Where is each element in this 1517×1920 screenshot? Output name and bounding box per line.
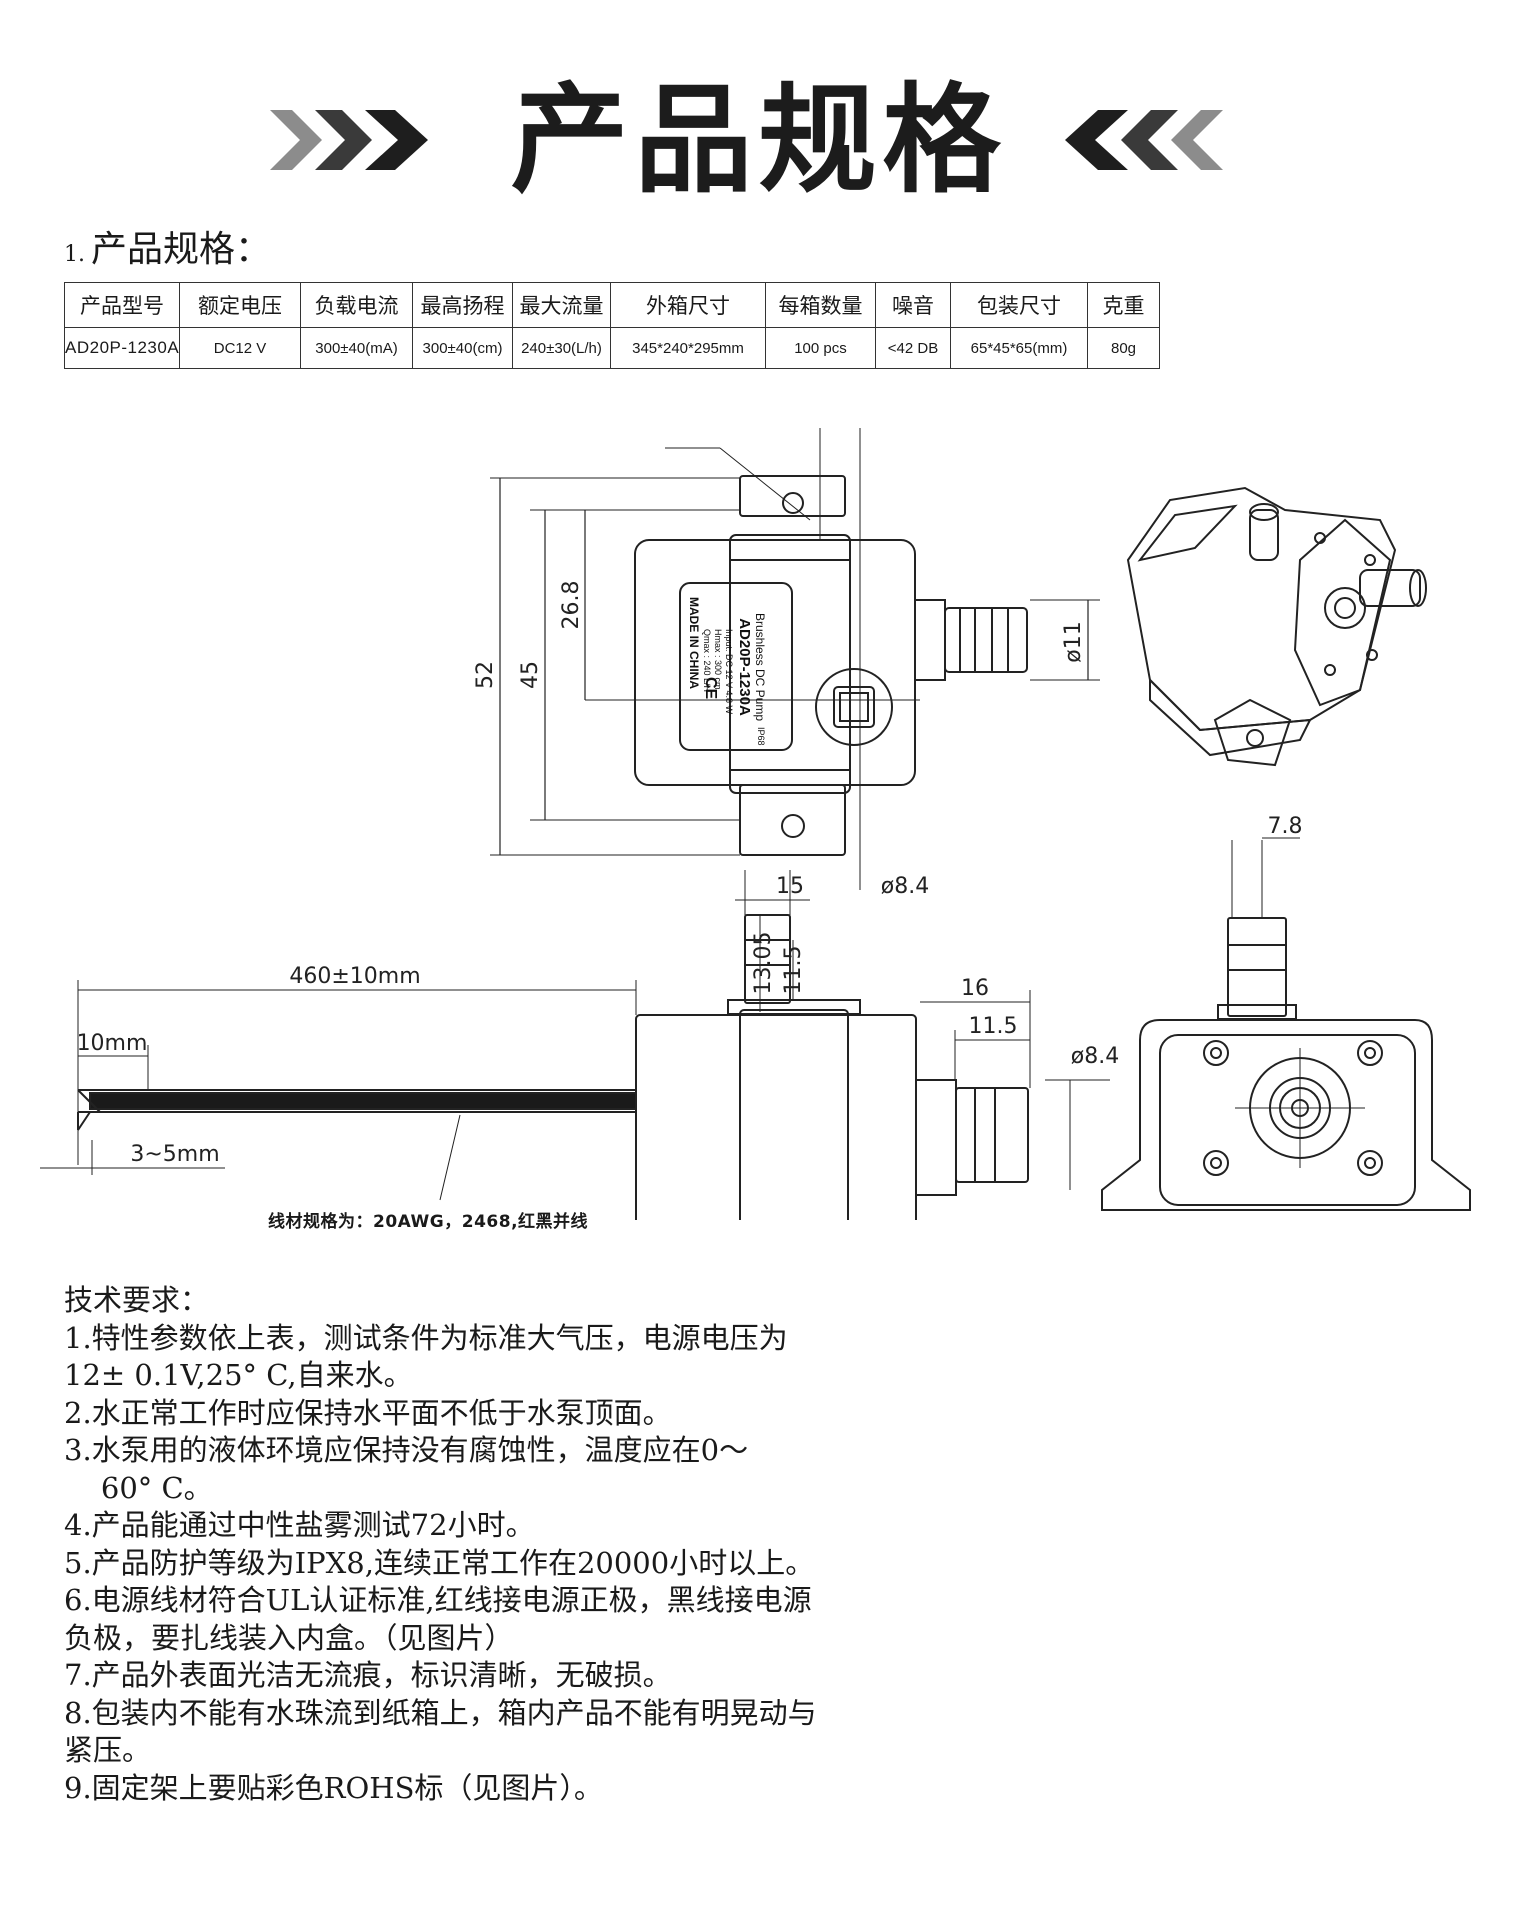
pump-technical-drawing: Brushless DC Pump AD20P-1230A Input: DC …: [40, 428, 1471, 1220]
dim-16: 16: [961, 976, 989, 1001]
section-label: 产品规格：: [91, 229, 272, 270]
pump-isometric-view: [1126, 486, 1427, 767]
requirement-line: 负极，要扎线装入内盒。（见图片）: [64, 1620, 514, 1655]
table-cell: 300±40(cm): [412, 327, 513, 369]
dim-26-8: 26.8: [559, 581, 584, 630]
table-cell: 80g: [1087, 327, 1160, 369]
section-number: 1.: [64, 242, 85, 267]
right-chevrons-icon: [270, 110, 428, 170]
dim-phi-8-4-a: ø8.4: [881, 874, 929, 899]
table-row: AD20P-1230A DC12 V 300±40(mA) 300±40(cm)…: [64, 327, 1160, 369]
requirement-line: 9.固定架上要贴彩色ROHS标（见图片）。: [64, 1770, 603, 1805]
requirement-line: 60° C。: [64, 1470, 213, 1505]
requirement-line: 12± 0.1V,25° C,自来水。: [64, 1358, 413, 1392]
header-cell: 额定电压: [179, 282, 301, 328]
requirement-line: 5.产品防护等级为IPX8,连续正常工作在20000小时以上。: [64, 1545, 815, 1580]
pump-end-view: [1101, 837, 1471, 1211]
dim-10mm: 10mm: [77, 1031, 148, 1056]
label-line-3: Input: DC 12 V 4.8 W: [724, 629, 734, 715]
table-cell: AD20P-1230A: [64, 327, 180, 369]
dim-52: 52: [473, 661, 498, 689]
label-line-2: AD20P-1230A: [736, 618, 753, 716]
page-title: 产品规格: [510, 71, 1007, 209]
section-heading: 1.产品规格：: [64, 225, 271, 280]
dim-phi-8-4-b: ø8.4: [1071, 1044, 1119, 1069]
requirement-line: 3.水泵用的液体环境应保持没有腐蚀性，温度应在0～: [64, 1433, 749, 1467]
label-line-6: MADE IN CHINA: [687, 597, 701, 689]
label-line-5: Qmax : 240 L/H: [702, 629, 712, 692]
header-cell: 克重: [1087, 282, 1160, 328]
header-cell: 产品型号: [64, 282, 180, 328]
requirement-line: 8.包装内不能有水珠流到纸箱上，箱内产品不能有明晃动与: [64, 1695, 817, 1730]
dim-13-05: 13.05: [751, 932, 776, 995]
dim-3-5mm: 3~5mm: [130, 1142, 219, 1167]
table-cell: DC12 V: [179, 327, 301, 369]
header-cell: 负载电流: [300, 282, 413, 328]
ce-mark: CE: [702, 677, 719, 700]
table-cell: 300±40(mA): [300, 327, 413, 369]
spec-table: 产品型号 额定电压 负载电流 最高扬程 最大流量 外箱尺寸 每箱数量 噪音 包装…: [64, 282, 1160, 369]
table-header-row: 产品型号 额定电压 负载电流 最高扬程 最大流量 外箱尺寸 每箱数量 噪音 包装…: [64, 282, 1160, 328]
left-chevrons-icon: [1065, 110, 1223, 170]
pump-top-view: [490, 428, 1100, 890]
table-cell: 65*45*65(mm): [950, 327, 1088, 369]
table-cell: 240±30(L/h): [512, 327, 611, 369]
header-cell: 噪音: [875, 282, 951, 328]
dim-7-8: 7.8: [1268, 814, 1303, 839]
dim-45: 45: [518, 661, 543, 689]
ip-rating: IP68: [756, 727, 766, 746]
dim-11-5-b: 11.5: [969, 1014, 1018, 1039]
header-cell: 外箱尺寸: [610, 282, 766, 328]
requirement-line: 7.产品外表面光洁无流痕，标识清晰，无破损。: [64, 1658, 672, 1692]
requirement-line: 6.电源线材符合UL认证标准,红线接电源正极，黑线接电源: [64, 1583, 812, 1617]
requirement-line: 4.产品能通过中性盐雾测试72小时。: [64, 1508, 535, 1542]
dim-15: 15: [776, 874, 804, 899]
dim-phi-11: ø11: [1061, 621, 1086, 662]
technical-requirements: 技术要求： 1.特性参数依上表，测试条件为标准大气压，电源电压为 12± 0.1…: [64, 1282, 964, 1807]
header-cell: 每箱数量: [765, 282, 876, 328]
title-banner: 产品规格: [0, 70, 1517, 210]
header-cell: 最高扬程: [412, 282, 513, 328]
requirement-line: 2.水正常工作时应保持水平面不低于水泵顶面。: [64, 1395, 672, 1430]
header-cell: 包装尺寸: [950, 282, 1088, 328]
requirement-line: 紧压。: [64, 1733, 152, 1767]
table-cell: 100 pcs: [765, 327, 876, 369]
label-line-4: Hmax : 300 cm: [713, 629, 723, 690]
dim-460: 460±10mm: [289, 964, 420, 989]
table-cell: <42 DB: [875, 327, 951, 369]
label-line-1: Brushless DC Pump: [753, 613, 767, 721]
requirement-line: 1.特性参数依上表，测试条件为标准大气压，电源电压为: [64, 1320, 788, 1355]
header-cell: 最大流量: [512, 282, 611, 328]
pump-label: Brushless DC Pump AD20P-1230A Input: DC …: [687, 597, 767, 746]
wire-spec-note: 线材规格为：20AWG，2468,红黑并线: [268, 1212, 589, 1232]
dim-11-5-a: 11.5: [781, 946, 806, 995]
table-cell: 345*240*295mm: [610, 327, 766, 369]
requirements-heading: 技术要求：: [64, 1283, 210, 1317]
pump-side-view: [40, 870, 1110, 1220]
